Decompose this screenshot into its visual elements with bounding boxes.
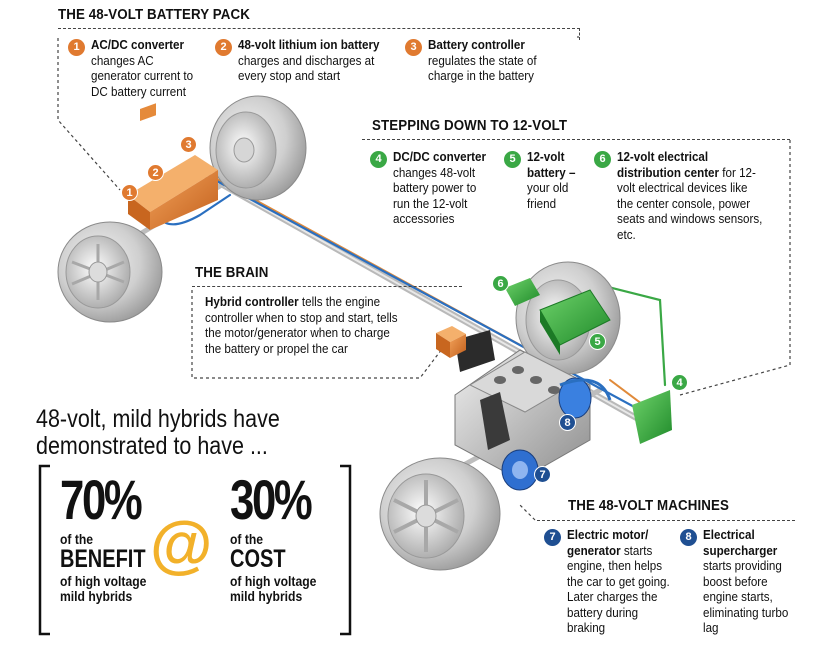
battery-pack-heading: THE 48-VOLT BATTERY PACK: [58, 7, 250, 23]
cost-word: COST: [230, 545, 286, 573]
callout-5-text: 12-volt battery –your old friend: [527, 150, 576, 211]
twelve-volt-components: [505, 278, 672, 444]
callout-6-text: 12-volt electrical distribution center f…: [617, 150, 763, 242]
hybrid-controller-graphic: [436, 326, 466, 358]
cost-of-the: of the: [230, 532, 264, 547]
benefit-percent: 70%: [60, 468, 143, 531]
benefit-stat: 70% of the BENEFIT of high voltage mild …: [60, 468, 160, 605]
cost-desc: of high voltage mild hybrids: [230, 574, 317, 604]
callout-6: 6 12-volt electrical distribution center…: [594, 150, 784, 243]
stepping-down-rule: [362, 139, 790, 140]
callout-8: 8 Electrical supercharger starts providi…: [680, 528, 806, 637]
brain-text: Hybrid controller tells the engine contr…: [205, 295, 398, 356]
front-left-wheel: [379, 457, 501, 571]
callout-2-number: 2: [215, 39, 232, 56]
benefit-desc: of high voltage mild hybrids: [60, 574, 147, 604]
tag-6: 6: [492, 275, 509, 292]
rear-right-wheel: [209, 95, 307, 201]
benefit-of-the: of the: [60, 532, 94, 547]
engine-graphic: [454, 330, 591, 481]
at-symbol: @: [150, 508, 213, 580]
machines-rule: [537, 520, 795, 521]
tag-2: 2: [147, 164, 164, 181]
callout-7: 7 Electric motor/ generator starts engin…: [544, 528, 686, 637]
callout-7-text: Electric motor/ generator starts engine,…: [567, 528, 670, 635]
summary-headline-line-2: demonstrated to have ...: [36, 432, 268, 460]
summary-brackets: [38, 464, 352, 636]
rear-left-wheel: [57, 221, 163, 323]
stepping-down-heading: STEPPING DOWN TO 12-VOLT: [372, 118, 568, 134]
battery-pack-frame: [58, 28, 580, 40]
callout-8-number: 8: [680, 529, 697, 546]
benefit-word: BENEFIT: [60, 545, 146, 573]
motor-graphic: [501, 377, 612, 491]
callout-6-number: 6: [594, 151, 611, 168]
brain-heading: THE BRAIN: [195, 265, 269, 281]
machines-heading: THE 48-VOLT MACHINES: [568, 498, 729, 514]
callout-7-number: 7: [544, 529, 561, 546]
tag-1: 1: [121, 184, 138, 201]
brain-rule: [192, 286, 462, 287]
tag-8: 8: [559, 414, 576, 431]
tag-3: 3: [180, 136, 197, 153]
cost-stat: 30% of the COST of high voltage mild hyb…: [230, 468, 340, 605]
tag-7: 7: [534, 466, 551, 483]
battery-pack-graphic: [128, 103, 218, 230]
summary-headline: 48-volt, mild hybrids have demonstrated …: [36, 406, 280, 460]
tag-4: 4: [671, 374, 688, 391]
callout-1-number: 1: [68, 39, 85, 56]
cost-percent: 30%: [230, 468, 313, 531]
summary-headline-line-1: 48-volt, mild hybrids have: [36, 405, 280, 433]
callout-3-number: 3: [405, 39, 422, 56]
leader-lines: [57, 36, 791, 521]
callout-8-text: Electrical supercharger starts providing…: [703, 528, 789, 635]
tag-5: 5: [589, 333, 606, 350]
callout-5: 5 12-volt battery –your old friend: [504, 150, 594, 212]
callout-4-number: 4: [370, 151, 387, 168]
callout-5-number: 5: [504, 151, 521, 168]
